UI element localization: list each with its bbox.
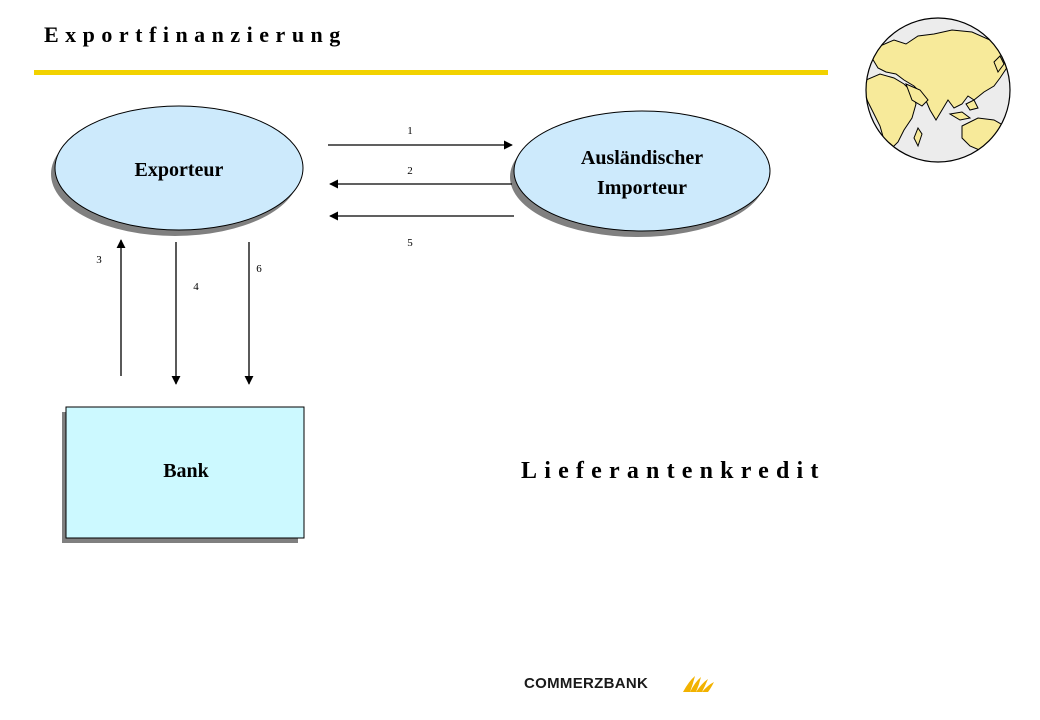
title-rule [34, 70, 828, 75]
node-importeur: Ausländischer Importeur [510, 110, 771, 237]
flow-5-label: 5 [407, 237, 413, 249]
node-bank-label: Bank [163, 460, 209, 482]
flow-6-label: 6 [256, 263, 262, 275]
flow-4: 4 [171, 242, 199, 385]
flow-2: 2 [329, 165, 512, 189]
brand-logo: COMMERZBANK [524, 675, 649, 692]
node-importeur-label-line1: Ausländischer [581, 147, 703, 169]
flow-1: 1 [328, 125, 513, 150]
globe-icon [865, 17, 1011, 163]
flow-6: 6 [244, 242, 262, 385]
flow-2-label: 2 [407, 165, 413, 177]
flow-5: 5 [329, 211, 514, 249]
flow-3: 3 [96, 239, 126, 376]
node-exporteur: Exporteur [51, 105, 304, 236]
node-exporteur-label: Exporteur [135, 159, 224, 181]
flow-3-label: 3 [96, 254, 102, 266]
node-importeur-label-line2: Importeur [597, 177, 687, 199]
page-title: Exportfinanzierung [44, 22, 347, 47]
flow-4-label: 4 [193, 281, 199, 293]
node-bank: Bank [62, 406, 305, 543]
flow-1-label: 1 [407, 125, 413, 137]
commerzbank-band-icon [683, 676, 714, 692]
diagram-subtitle: Lieferantenkredit [521, 458, 826, 484]
